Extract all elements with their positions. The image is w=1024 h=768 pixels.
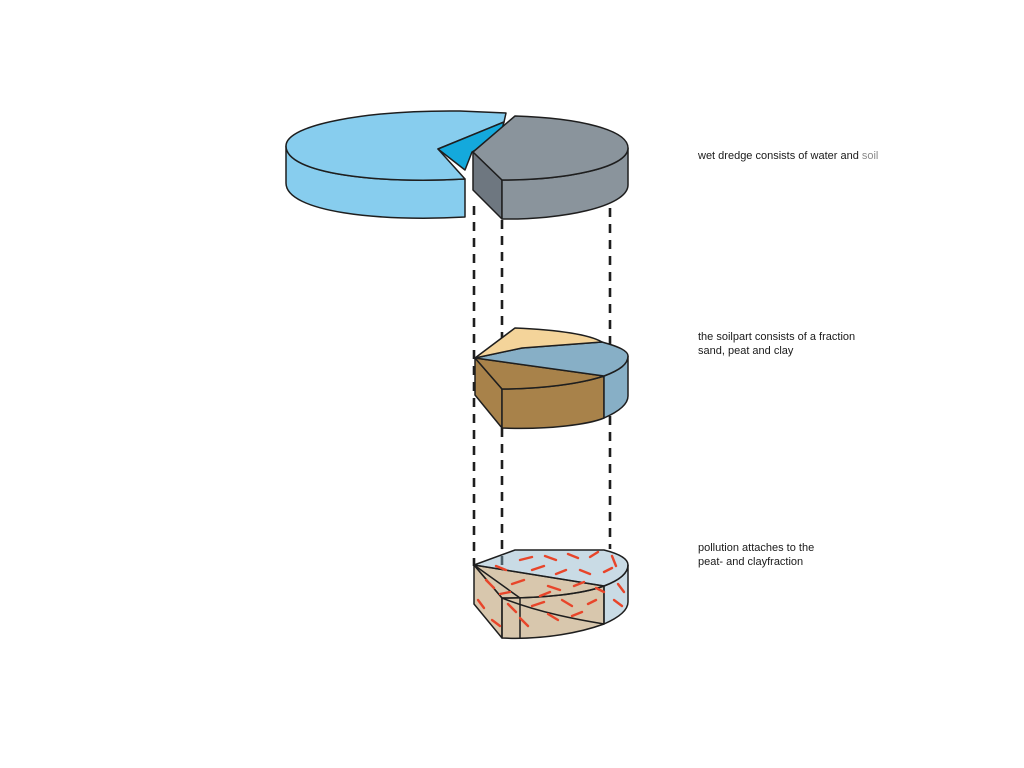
pollution-particle: [572, 580, 586, 588]
pollution-inner-boundary: [473, 564, 521, 638]
pollution-particle: [518, 616, 530, 628]
pollution-particle: [494, 564, 508, 572]
water-slice-top: [285, 110, 507, 181]
pollution-particle: [588, 550, 600, 559]
caption-wet-dredge: wet dredge consists of water and soil: [698, 149, 878, 163]
caption-soilpart-line2: sand, peat and clay: [698, 345, 794, 357]
caption-pollution-line2: peat- and clayfraction: [698, 556, 804, 568]
peat-top: [474, 357, 605, 390]
pollution-particle: [476, 598, 486, 610]
caption-soilpart: the soilpart consists of a fraction sand…: [698, 330, 855, 358]
sand-top: [474, 327, 603, 359]
soil-fraction-pie-icon: [474, 327, 629, 430]
pollution-pie-icon: [473, 549, 629, 640]
pollution-particle: [560, 598, 574, 608]
caption-soilpart-line1: the soilpart consists of a fraction: [698, 331, 856, 343]
pollution-particle: [554, 568, 568, 576]
pollution-particle: [510, 578, 526, 586]
pollution-particle: [530, 600, 546, 608]
caption-pollution-line1: pollution attaches to the: [698, 542, 815, 554]
pollution-particle: [506, 602, 518, 614]
pollution-particle: [610, 554, 618, 568]
pollution-particle: [602, 566, 614, 574]
pollution-particle: [612, 598, 624, 608]
pollution-particle: [546, 612, 560, 622]
pollution-particle: [578, 568, 592, 576]
pollution-particle: [586, 598, 598, 606]
pollution-particle: [543, 554, 558, 562]
pollution-peat-top: [473, 564, 605, 599]
pollution-particle: [546, 584, 562, 592]
pollution-clay-top: [473, 549, 629, 587]
pollution-particle: [616, 582, 626, 594]
caption-wet-dredge-accent: soil: [861, 150, 879, 162]
pollution-particle: [518, 555, 534, 562]
pollution-particles: [476, 550, 626, 628]
pollution-particle: [570, 610, 584, 618]
pollution-particle: [530, 564, 546, 572]
soil-slice-top: [472, 115, 629, 181]
water-soil-pie-icon: [285, 110, 629, 220]
pollution-inner-boundary-2: [501, 597, 605, 625]
projection-lines: [472, 206, 612, 566]
caption-pollution: pollution attaches to the peat- and clay…: [698, 541, 814, 569]
pollution-particle: [566, 552, 580, 560]
pollution-particle: [484, 578, 496, 590]
pollution-particle: [498, 590, 512, 596]
caption-wet-dredge-text: wet dredge consists of water and: [698, 150, 862, 162]
pollution-particle: [538, 590, 552, 598]
pollution-particle: [594, 586, 606, 594]
pollution-particle: [490, 618, 502, 628]
